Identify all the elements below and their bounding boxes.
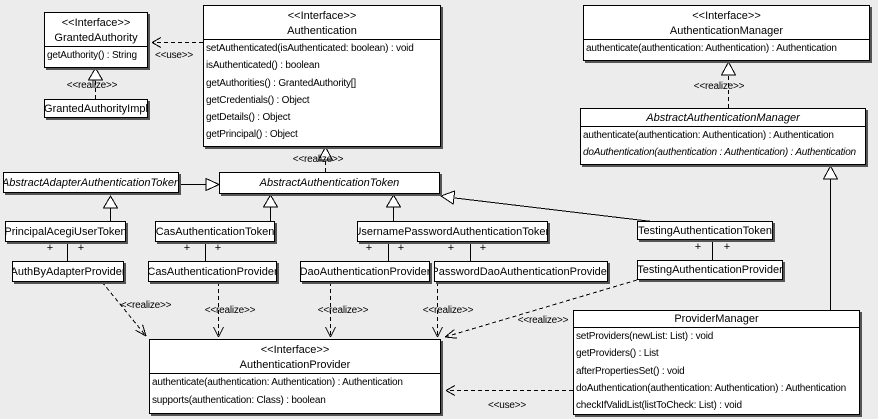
- class-principal-acegi-user-token[interactable]: PrincipalAcegiUserToken: [5, 221, 126, 242]
- stereotype: <<Interface>>: [260, 344, 330, 356]
- edge-gen-abstractadapter-abstracttoken: [179, 177, 221, 192]
- class-abstract-adapter-authentication-token[interactable]: AbstractAdapterAuthenticationToken: [3, 172, 179, 193]
- method-row: getCredentials() : Object: [206, 94, 310, 106]
- assoc-end-label: +: [479, 242, 487, 254]
- assoc-end-label: +: [397, 242, 405, 254]
- class-cas-authentication-provider[interactable]: CasAuthenticationProvider: [148, 261, 277, 282]
- method-row: checkIfValidList(listToCheck: List) : vo…: [576, 400, 742, 412]
- edge-label-realize: <<realize>>: [422, 305, 474, 316]
- assoc-end-label: +: [214, 242, 222, 254]
- class-name: UsernamePasswordAuthenticationToken: [357, 225, 548, 238]
- class-auth-by-adapter-provider[interactable]: AuthByAdapterProvider: [12, 261, 124, 282]
- class-name: AbstractAuthenticationToken: [259, 177, 400, 189]
- edge-label-realize: <<realize>>: [120, 300, 172, 311]
- edge-label-realize: <<realize>>: [517, 315, 569, 326]
- edge-label-realize: <<realize>>: [317, 305, 369, 316]
- class-name: GrantedAuthorityImpl: [44, 102, 148, 115]
- class-cas-authentication-token[interactable]: CasAuthenticationToken: [155, 221, 275, 242]
- edge-gen-providermanager: [822, 164, 839, 310]
- class-authentication[interactable]: <<Interface>> Authentication setAuthenti…: [203, 5, 441, 147]
- edge-gen-usernamepasswordtoken: [385, 194, 402, 221]
- method-row: doAuthentication(authentication : Authen…: [583, 147, 856, 159]
- class-name: AuthenticationProvider: [239, 359, 351, 371]
- assoc-end-label: +: [694, 241, 702, 253]
- method-row: setAuthenticated(isAuthenticated: boolea…: [206, 43, 414, 54]
- class-name: AbstractAdapterAuthenticationToken: [3, 176, 179, 189]
- class-name: TestingAuthenticationToken: [638, 224, 772, 237]
- method-row: supports(authentication: Class) : boolea…: [152, 395, 326, 406]
- assoc-end-label: +: [183, 242, 191, 254]
- class-provider-manager[interactable]: ProviderManager setProviders(newList: Li…: [573, 310, 860, 415]
- class-granted-authority[interactable]: <<Interface>> GrantedAuthority getAuthor…: [44, 12, 148, 68]
- edge-label-realize: <<realize>>: [693, 81, 745, 92]
- assoc-end-label: +: [723, 241, 731, 253]
- class-username-password-authentication-token[interactable]: UsernamePasswordAuthenticationToken: [357, 221, 548, 242]
- edge-use-providermanager: [445, 385, 573, 396]
- method-row: setProviders(newList: List) : void: [576, 331, 714, 342]
- edge-label-use: <<use>>: [154, 50, 194, 61]
- method-row: getAuthority() : String: [47, 50, 137, 61]
- method-row: authenticate(authentication: Authenticat…: [586, 43, 837, 54]
- method-row: getAuthorities() : GrantedAuthority[]: [206, 77, 356, 89]
- edge-label-realize: <<realize>>: [292, 154, 344, 165]
- edge-label-realize: <<realize>>: [204, 305, 256, 316]
- class-abstract-authentication-token[interactable]: AbstractAuthenticationToken: [219, 172, 440, 194]
- class-name: GrantedAuthority: [54, 32, 138, 44]
- edge-use-authentication-grantedauthority: [151, 37, 203, 48]
- class-dao-authentication-provider[interactable]: DaoAuthenticationProvider: [300, 261, 430, 282]
- class-authentication-provider[interactable]: <<Interface>> AuthenticationProvider aut…: [149, 339, 441, 414]
- class-testing-authentication-token[interactable]: TestingAuthenticationToken: [637, 221, 773, 240]
- class-name: PrincipalAcegiUserToken: [5, 225, 126, 238]
- edge-label-realize: <<realize>>: [66, 80, 118, 91]
- method-row: afterPropertiesSet() : void: [576, 365, 685, 377]
- assoc-end-label: +: [365, 242, 373, 254]
- method-row: authenticate(authentication: Authenticat…: [583, 130, 834, 141]
- edge-gen-principalacegiusertoken: [102, 195, 119, 221]
- method-row: getPrincipal() : Object: [206, 129, 298, 141]
- method-row: authenticate(authentication: Authenticat…: [152, 377, 403, 388]
- class-name: DaoAuthenticationProvider: [300, 265, 430, 278]
- stereotype: <<Interface>>: [692, 10, 761, 22]
- class-name: PasswordDaoAuthenticationProvider: [434, 265, 608, 278]
- stereotype: <<Interface>>: [287, 10, 357, 22]
- assoc-end-label: +: [447, 242, 455, 254]
- edge-gen-casauthenticationtoken: [262, 194, 279, 221]
- edge-gen-testingauthenticationtoken: [439, 190, 657, 223]
- class-name: ProviderManager: [674, 313, 759, 325]
- assoc-end-label: +: [46, 242, 54, 254]
- method-row: doAuthentication(authentication: Authent…: [576, 382, 846, 394]
- edge-label-use: <<use>>: [487, 400, 527, 411]
- class-name: AuthByAdapterProvider: [12, 265, 124, 278]
- class-password-dao-authentication-provider[interactable]: PasswordDaoAuthenticationProvider: [434, 261, 608, 282]
- method-row: getProviders() : List: [576, 348, 659, 360]
- class-testing-authentication-provider[interactable]: TestingAuthenticationProvider: [637, 260, 783, 280]
- class-name: Authentication: [287, 25, 357, 37]
- method-row: getDetails() : Object: [206, 112, 291, 124]
- class-abstract-authentication-manager[interactable]: AbstractAuthenticationManager authentica…: [580, 108, 866, 165]
- class-authentication-manager[interactable]: <<Interface>> AuthenticationManager auth…: [583, 5, 870, 61]
- class-name: TestingAuthenticationProvider: [637, 264, 783, 276]
- class-name: CasAuthenticationToken: [155, 225, 275, 238]
- assoc-end-label: +: [77, 242, 85, 254]
- stereotype: <<Interface>>: [61, 17, 131, 29]
- class-name: AbstractAuthenticationManager: [646, 112, 800, 124]
- class-name: CasAuthenticationProvider: [148, 265, 277, 278]
- class-granted-authority-impl[interactable]: GrantedAuthorityImpl: [44, 99, 148, 118]
- method-row: isAuthenticated() : boolean: [206, 60, 320, 72]
- class-name: AuthenticationManager: [669, 25, 784, 37]
